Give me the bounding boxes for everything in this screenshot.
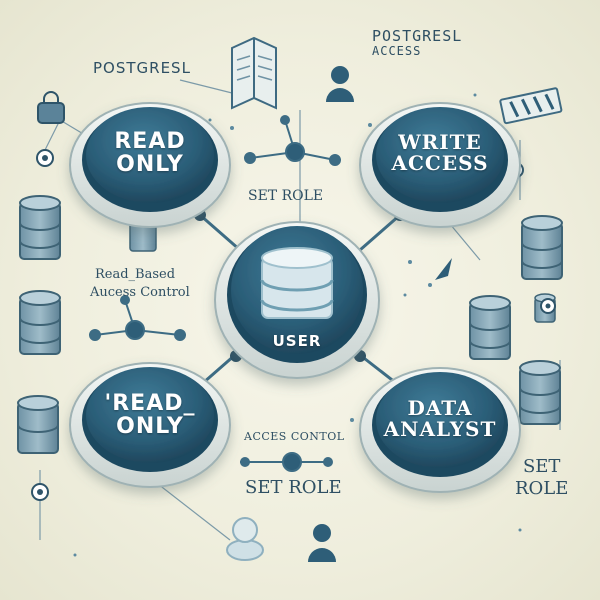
write-access-line2: ACCESS <box>391 151 489 175</box>
rbac-line2: Aucess Control <box>90 284 190 300</box>
read-only-secondary-line2: ONLY <box>116 414 184 440</box>
key-icon <box>540 298 556 314</box>
key-icon <box>36 149 54 167</box>
database-icon <box>19 290 61 355</box>
data-analyst-line2: ANALYST <box>383 417 497 441</box>
write-access-button-label: WRITE ACCESS <box>380 132 500 174</box>
database-icon <box>521 215 563 280</box>
read-only-line2: ONLY <box>116 152 184 178</box>
write-access-line1: WRITE <box>398 130 482 154</box>
read-only-line1: READ <box>114 129 186 154</box>
database-icon <box>519 360 561 425</box>
set-role-label-bottom: SET ROLE <box>245 477 342 498</box>
document-icon <box>231 36 277 110</box>
set-role-label-top: SET ROLE <box>248 188 324 204</box>
set-role-right-line2: ROLE <box>515 477 569 499</box>
key-icon <box>31 483 49 501</box>
data-analyst-line1: DATA <box>407 396 473 420</box>
set-role-label-right: SET ROLE <box>515 456 568 499</box>
database-icon <box>260 247 334 319</box>
user-icon <box>308 524 336 562</box>
write-access-role-button[interactable] <box>359 102 521 228</box>
ring-icon <box>226 517 264 561</box>
cursor-arrow-icon <box>435 258 452 280</box>
network-node-icon <box>89 295 186 341</box>
user-button-label: USER <box>272 332 322 350</box>
lock-icon <box>37 91 65 124</box>
folder-icon <box>499 87 563 125</box>
slider-icon <box>240 452 333 472</box>
read-only-secondary-role-button[interactable] <box>69 362 231 488</box>
rbac-label: Read_Based Aucess Control <box>90 266 190 301</box>
network-node-icon <box>244 115 341 166</box>
read-only-secondary-button-label: 'READ_ ONLY <box>95 392 205 438</box>
data-analyst-role-button[interactable] <box>359 367 521 493</box>
read-only-role-button[interactable] <box>69 102 231 228</box>
read-only-secondary-line1: 'READ_ <box>104 391 196 416</box>
read-only-button-label: READ ONLY <box>95 130 205 176</box>
postgresl-right-line2: ACCESS <box>372 44 422 59</box>
database-icon <box>469 295 511 360</box>
postgresl-label-left: POSTGRESL <box>93 59 191 77</box>
acces-control-label: ACCES CONTOL <box>244 430 345 443</box>
postgresl-label-right: POSTGRESL ACCESS <box>372 27 463 59</box>
postgresl-right-line1: POSTGRESL <box>372 27 463 45</box>
rbac-line1: Read_Based <box>95 267 176 282</box>
data-analyst-button-label: DATA ANALYST <box>380 398 500 440</box>
database-icon <box>19 195 61 260</box>
set-role-right-line1: SET <box>522 456 561 477</box>
database-icon <box>17 395 59 454</box>
user-icon <box>326 66 354 102</box>
